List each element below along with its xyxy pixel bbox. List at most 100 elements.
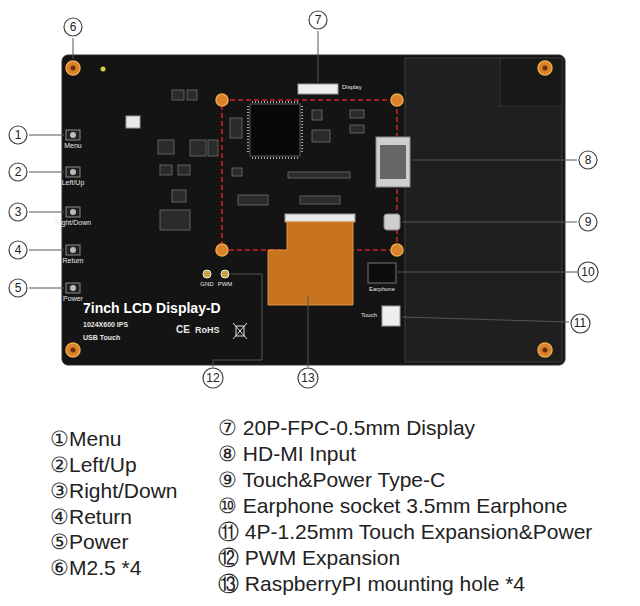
hole-center xyxy=(71,66,76,71)
legend-item: ⑤Power xyxy=(50,529,129,554)
leader-line xyxy=(73,38,74,59)
leader-lines xyxy=(29,31,577,367)
lcd-back-panel xyxy=(405,58,562,362)
smd-part xyxy=(158,140,174,154)
leader-line xyxy=(213,274,262,367)
board-title: 7inch LCD Display-D xyxy=(83,300,221,317)
callout-number: 10 xyxy=(577,261,599,283)
board-spec: USB Touch xyxy=(83,334,120,342)
callout-circle-outline xyxy=(309,11,327,29)
fpc-ribbon xyxy=(268,222,353,305)
mounting-hole xyxy=(216,94,228,106)
legend-item: ④Return xyxy=(50,504,132,529)
fpc-connector xyxy=(298,84,338,94)
callout-number: 4 xyxy=(8,240,28,260)
legend-item: ③Right/Down xyxy=(50,478,178,503)
mounting-hole xyxy=(391,94,403,106)
button-label: Menu xyxy=(64,142,82,150)
leader-line xyxy=(29,172,64,173)
smd-part xyxy=(232,168,242,176)
panel-corner xyxy=(500,58,562,106)
mounting-hole xyxy=(66,61,80,75)
bin-cross xyxy=(233,323,247,339)
button xyxy=(66,207,80,217)
callout-text: 11 xyxy=(570,313,591,331)
leader-line xyxy=(412,160,577,161)
button-cap xyxy=(70,247,76,253)
callout-circle-outline xyxy=(9,279,27,297)
hole-center xyxy=(543,66,548,71)
fpc-connector xyxy=(285,214,355,222)
hdmi-port xyxy=(376,137,410,187)
button-cap xyxy=(70,169,76,175)
leader-line xyxy=(29,212,64,213)
smd-part xyxy=(350,125,364,133)
leader-line xyxy=(308,296,309,367)
smd-part xyxy=(312,110,322,120)
smd-part xyxy=(190,140,206,156)
smd-part xyxy=(208,140,218,156)
mounting-hole xyxy=(391,244,403,256)
pad xyxy=(203,270,211,278)
callout-number: 6 xyxy=(63,17,83,37)
chip-pin-row xyxy=(301,106,303,154)
chip-pins xyxy=(248,102,302,158)
mounting-hole xyxy=(538,343,552,357)
legend-item: ⑩ Earphone socket 3.5mm Earphone xyxy=(218,493,567,518)
smd-components xyxy=(158,90,364,230)
callout-text: 9 xyxy=(578,212,598,229)
leader-line xyxy=(29,135,64,136)
board-spec: 1024X600 IPS xyxy=(83,321,128,329)
callout-text: 5 xyxy=(8,278,28,295)
legend-item: ①Menu xyxy=(50,426,122,451)
callout-circle-outline xyxy=(64,18,82,36)
callout-number: 1 xyxy=(8,125,28,145)
mounting-hole xyxy=(538,61,552,75)
type-c-port xyxy=(384,214,400,230)
touch-connector xyxy=(382,306,400,326)
cert-mark: CE xyxy=(176,324,190,336)
callout-text: 10 xyxy=(577,261,599,279)
led xyxy=(101,67,106,72)
legend-item: ⑧ HD-MI Input xyxy=(218,441,356,466)
callout-number: 5 xyxy=(8,278,28,298)
small-connector xyxy=(126,116,140,128)
callout-circle-outline xyxy=(9,126,27,144)
leader-line xyxy=(402,317,569,322)
callout-number: 8 xyxy=(578,150,598,170)
smd-part xyxy=(288,172,350,178)
callout-text: 1 xyxy=(8,125,28,142)
callout-number: 12 xyxy=(202,367,224,389)
main-chip xyxy=(250,104,300,156)
button-cap xyxy=(70,209,76,215)
cert-mark: RoHS xyxy=(195,325,220,336)
smd-part xyxy=(312,130,330,142)
callout-number: 3 xyxy=(8,202,28,222)
weee-icon xyxy=(233,323,247,339)
callout-circle-outline xyxy=(9,163,27,181)
leader-line xyxy=(318,31,319,82)
callout-number: 7 xyxy=(308,10,328,30)
button xyxy=(66,167,80,177)
pad-label: GND xyxy=(200,281,213,288)
callout-text: 4 xyxy=(8,240,28,257)
button-label: Power xyxy=(63,295,83,303)
mounting-hole-centers xyxy=(71,66,548,353)
callout-circle-outline xyxy=(579,151,597,169)
pad-label: PWM xyxy=(218,281,233,288)
smd-part xyxy=(230,118,242,138)
earphone-jack xyxy=(368,263,396,283)
button-cap xyxy=(70,132,76,138)
buttons xyxy=(66,130,80,293)
callout-text: 13 xyxy=(297,367,319,385)
leader-line xyxy=(29,250,64,251)
callout-text: 2 xyxy=(8,162,28,179)
smd-part xyxy=(160,210,190,230)
callout-circle-outline xyxy=(203,368,223,388)
smd-part xyxy=(238,195,268,205)
smd-part xyxy=(350,110,364,118)
chip-pin-row xyxy=(252,101,298,103)
callout-number: 2 xyxy=(8,162,28,182)
button xyxy=(66,283,80,293)
